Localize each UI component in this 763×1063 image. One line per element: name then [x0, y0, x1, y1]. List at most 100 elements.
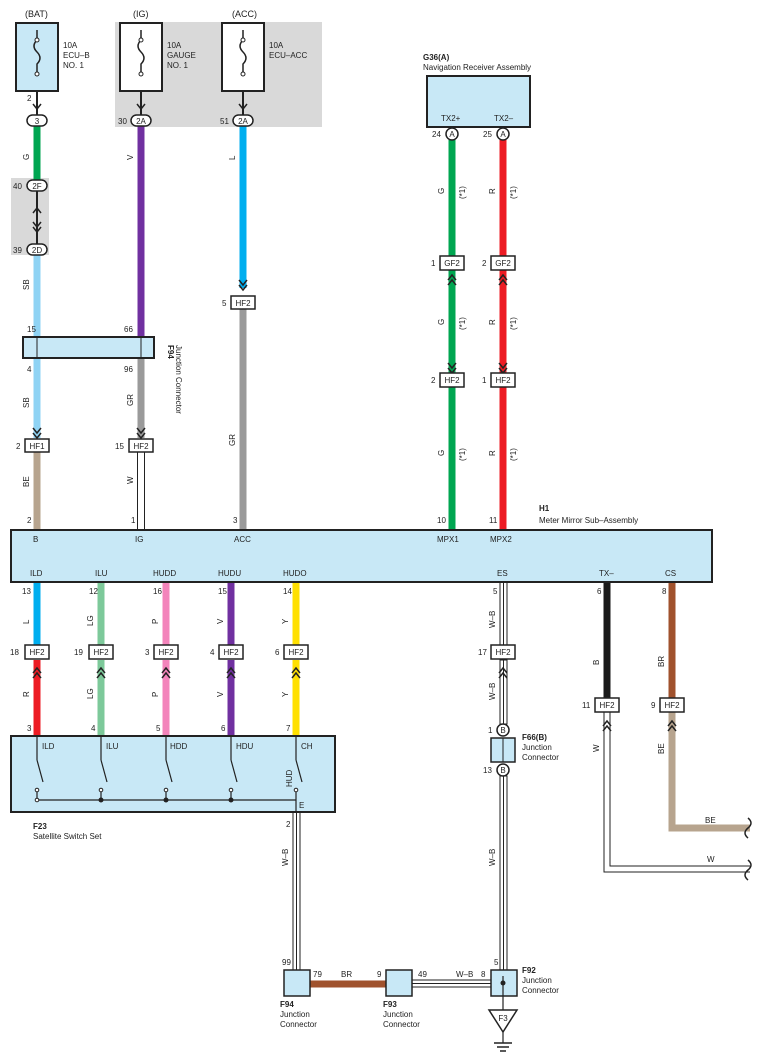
svg-text:Connector: Connector — [522, 753, 559, 762]
svg-text:Junction: Junction — [280, 1010, 310, 1019]
svg-text:V: V — [216, 618, 225, 624]
svg-text:2A: 2A — [238, 117, 248, 126]
svg-text:SB: SB — [22, 279, 31, 290]
svg-text:GF2: GF2 — [444, 259, 460, 268]
svg-text:L: L — [228, 155, 237, 160]
wire-color-labels: G SB SB BE V GR W L GR G (*1) R (*1) G (… — [22, 154, 716, 979]
svg-text:GF2: GF2 — [495, 259, 511, 268]
svg-text:Connector: Connector — [522, 986, 559, 995]
svg-text:R: R — [488, 450, 497, 456]
svg-text:30: 30 — [118, 117, 127, 126]
svg-text:8: 8 — [662, 587, 667, 596]
svg-text:7: 7 — [286, 724, 291, 733]
conn-gf2-r: GF2 2 — [482, 255, 516, 286]
svg-text:W: W — [707, 855, 715, 864]
svg-text:15: 15 — [27, 325, 36, 334]
svg-text:G36(A): G36(A) — [423, 53, 450, 62]
svg-text:P: P — [151, 692, 160, 697]
svg-text:6: 6 — [597, 587, 602, 596]
svg-text:BR: BR — [341, 970, 352, 979]
svg-text:9: 9 — [651, 701, 656, 710]
svg-text:H1: H1 — [539, 504, 550, 513]
svg-text:(*1): (*1) — [458, 186, 467, 199]
svg-text:ILU: ILU — [106, 742, 119, 751]
fuse-ecu-b: 10A ECU–B NO. 1 — [15, 22, 90, 92]
svg-text:17: 17 — [478, 648, 487, 657]
svg-text:Junction: Junction — [522, 743, 552, 752]
svg-text:51: 51 — [220, 117, 229, 126]
svg-text:Junction: Junction — [383, 1010, 413, 1019]
svg-text:5: 5 — [156, 724, 161, 733]
svg-text:B: B — [592, 660, 601, 665]
svg-text:Junction: Junction — [522, 976, 552, 985]
svg-text:2A: 2A — [136, 117, 146, 126]
conn-hf1: HF1 2 — [16, 427, 50, 453]
svg-text:2D: 2D — [32, 246, 42, 255]
svg-text:F66(B): F66(B) — [522, 733, 547, 742]
conn-hf2-ig: HF2 15 — [115, 427, 154, 453]
acc-label: (ACC) — [232, 9, 257, 19]
svg-text:GR: GR — [228, 434, 237, 446]
svg-text:BR: BR — [657, 656, 666, 667]
svg-text:GR: GR — [126, 394, 135, 406]
svg-text:G: G — [437, 188, 446, 194]
svg-text:A: A — [500, 130, 506, 139]
conn-ig-2a: 2A 30 — [118, 114, 152, 127]
bat-label: (BAT) — [25, 9, 48, 19]
svg-text:(*1): (*1) — [458, 317, 467, 330]
svg-text:TX2+: TX2+ — [441, 114, 461, 123]
svg-text:W–B: W–B — [456, 970, 473, 979]
svg-text:1: 1 — [482, 376, 487, 385]
svg-text:3: 3 — [27, 724, 32, 733]
svg-text:3: 3 — [233, 516, 238, 525]
svg-text:2: 2 — [482, 259, 487, 268]
conn-2d: 2D 39 — [13, 243, 48, 256]
fuse-ecu-acc: 10A ECU–ACC — [221, 22, 307, 92]
hf2-row: HF2 18 HF2 19 HF2 3 HF2 4 HF2 6 HF2 17 H… — [10, 644, 685, 732]
svg-text:NO. 1: NO. 1 — [167, 61, 188, 70]
svg-text:IG: IG — [135, 535, 143, 544]
svg-text:12: 12 — [89, 587, 98, 596]
svg-text:(*1): (*1) — [509, 317, 518, 330]
svg-text:ES: ES — [497, 569, 508, 578]
svg-text:G: G — [437, 450, 446, 456]
svg-text:5: 5 — [493, 587, 498, 596]
f94-junction-connector: 15 66 4 96 F94 Junction Connector — [22, 325, 183, 414]
svg-text:HF2: HF2 — [599, 701, 615, 710]
svg-text:2: 2 — [27, 94, 32, 103]
conn-hf2-mpx1: HF2 2 — [431, 362, 465, 388]
svg-text:3: 3 — [145, 648, 150, 657]
svg-text:ACC: ACC — [234, 535, 251, 544]
svg-text:HF2: HF2 — [29, 648, 45, 657]
svg-text:40: 40 — [13, 182, 22, 191]
svg-text:LG: LG — [86, 688, 95, 699]
svg-text:24: 24 — [432, 130, 441, 139]
svg-text:25: 25 — [483, 130, 492, 139]
svg-text:B: B — [500, 726, 505, 735]
f92-junction: 8 5 F92 Junction Connector — [481, 958, 559, 1010]
svg-text:ILD: ILD — [30, 569, 43, 578]
svg-text:HUD: HUD — [285, 769, 294, 787]
svg-text:HF2: HF2 — [664, 701, 680, 710]
svg-text:19: 19 — [74, 648, 83, 657]
f66-junction-connector: B 1 B 13 F66(B) Junction Connector — [483, 723, 559, 777]
svg-text:MPX2: MPX2 — [490, 535, 512, 544]
svg-text:Y: Y — [281, 618, 290, 624]
wire-wb-ground — [292, 811, 496, 988]
svg-text:ILD: ILD — [42, 742, 55, 751]
svg-text:W–B: W–B — [488, 849, 497, 866]
wire-w-tx — [603, 712, 750, 873]
svg-text:HDD: HDD — [170, 742, 188, 751]
svg-text:CS: CS — [665, 569, 676, 578]
f94-bottom-junction: 99 79 F94 Junction Connector — [280, 958, 322, 1029]
svg-text:9: 9 — [377, 970, 382, 979]
svg-text:R: R — [488, 188, 497, 194]
svg-text:L: L — [22, 619, 31, 624]
svg-text:49: 49 — [418, 970, 427, 979]
svg-text:10A: 10A — [167, 41, 182, 50]
svg-text:HF2: HF2 — [133, 442, 149, 451]
svg-text:15: 15 — [115, 442, 124, 451]
svg-text:2: 2 — [286, 820, 291, 829]
svg-text:10: 10 — [437, 516, 446, 525]
svg-text:HUDD: HUDD — [153, 569, 176, 578]
